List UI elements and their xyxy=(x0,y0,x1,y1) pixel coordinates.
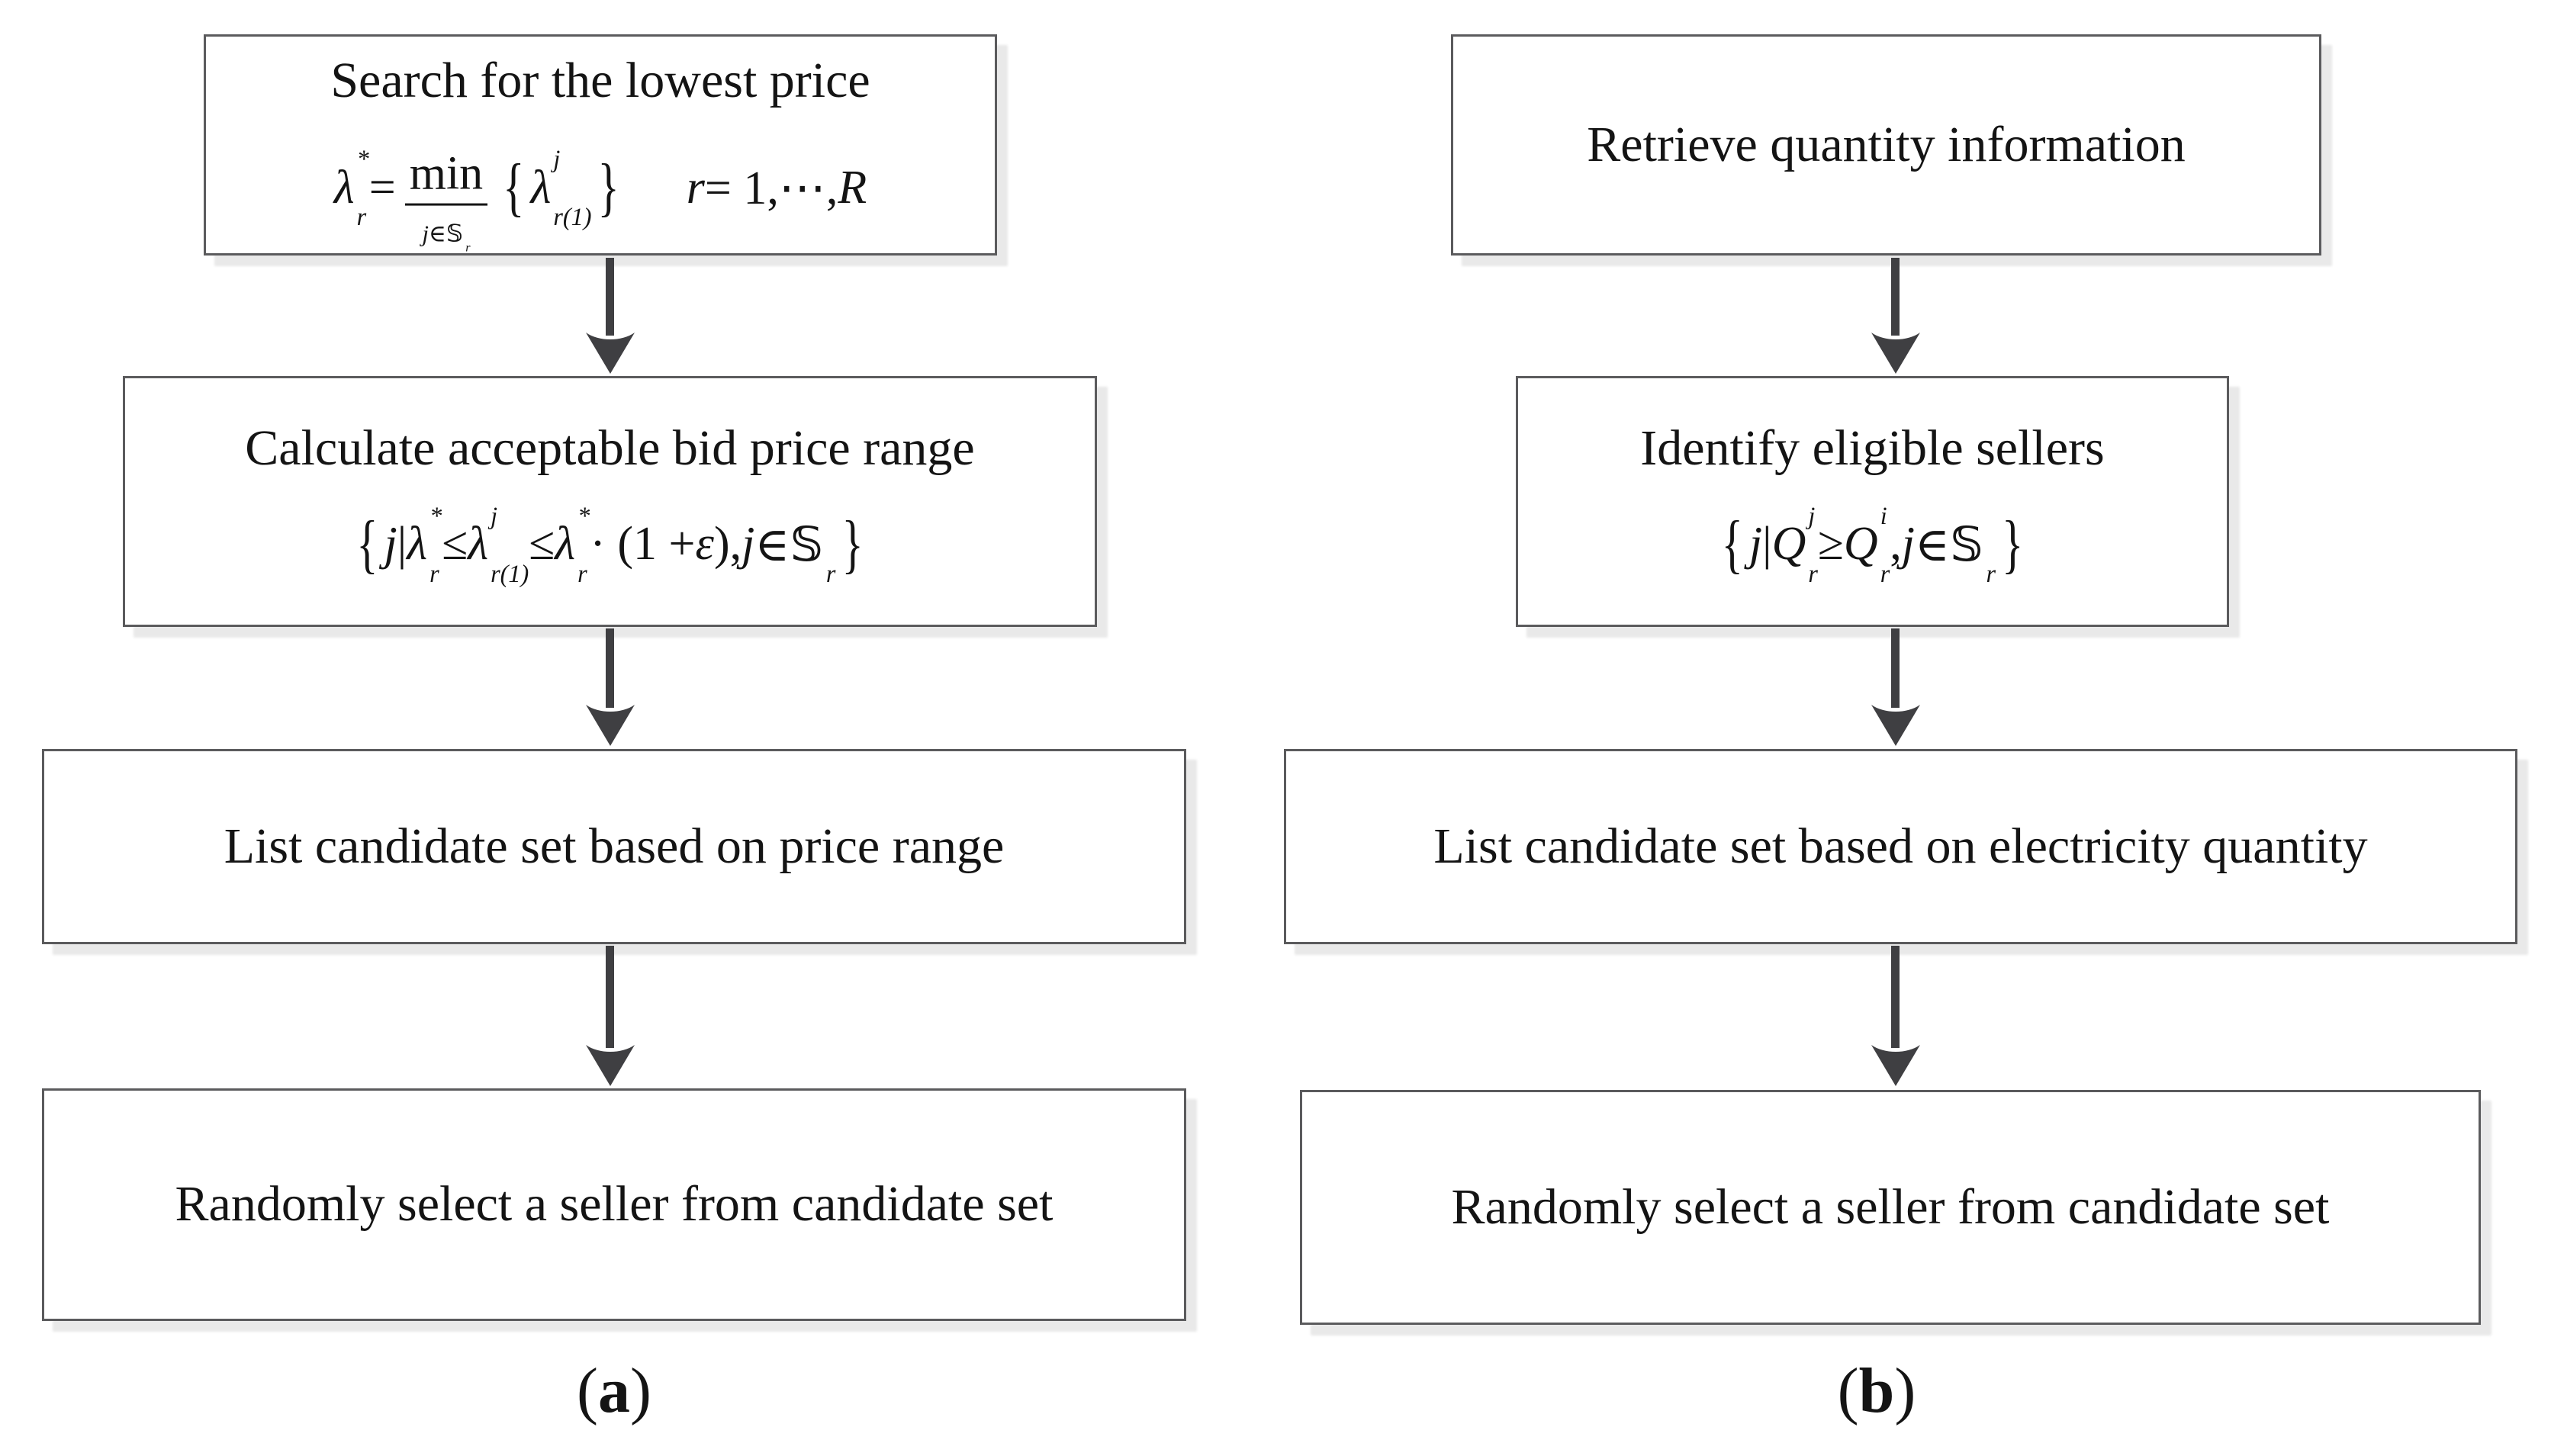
panel-a-label: (a) xyxy=(462,1355,767,1426)
flow-arrow xyxy=(1871,946,1920,1086)
box-list-candidates-quantity: List candidate set based on electricity … xyxy=(1284,749,2517,944)
caption-paren: ) xyxy=(630,1355,651,1426)
panel-b-label: (b) xyxy=(1724,1355,2029,1426)
box-retrieve-quantity: Retrieve quantity information xyxy=(1451,34,2321,256)
box-calc-bid-price-range: Calculate acceptable bid price range {j … xyxy=(123,376,1097,627)
flow-arrow xyxy=(1871,258,1920,374)
box-title: List candidate set based on electricity … xyxy=(1433,818,2368,874)
caption-letter: a xyxy=(598,1355,630,1426)
box-random-select-seller-b: Randomly select a seller from candidate … xyxy=(1300,1090,2481,1325)
box-title: Calculate acceptable bid price range xyxy=(245,420,975,476)
flow-arrow xyxy=(1871,628,1920,746)
flow-arrow xyxy=(586,946,635,1086)
caption-paren: ( xyxy=(577,1355,598,1426)
box-list-candidates-price: List candidate set based on price range xyxy=(42,749,1186,944)
box-title: Randomly select a seller from candidate … xyxy=(175,1176,1054,1233)
caption-paren: ) xyxy=(1894,1355,1916,1426)
caption-paren: ( xyxy=(1837,1355,1859,1426)
box-random-select-seller-a: Randomly select a seller from candidate … xyxy=(42,1088,1186,1321)
caption-letter: b xyxy=(1858,1355,1895,1426)
flow-arrow xyxy=(586,628,635,746)
box-title: Randomly select a seller from candidate … xyxy=(1451,1178,2330,1235)
box-title: Retrieve quantity information xyxy=(1587,116,2186,172)
box-title: Identify eligible sellers xyxy=(1640,420,2105,476)
box-title: List candidate set based on price range xyxy=(224,818,1005,874)
flow-arrow xyxy=(586,258,635,374)
box-title: Search for the lowest price xyxy=(330,53,870,109)
